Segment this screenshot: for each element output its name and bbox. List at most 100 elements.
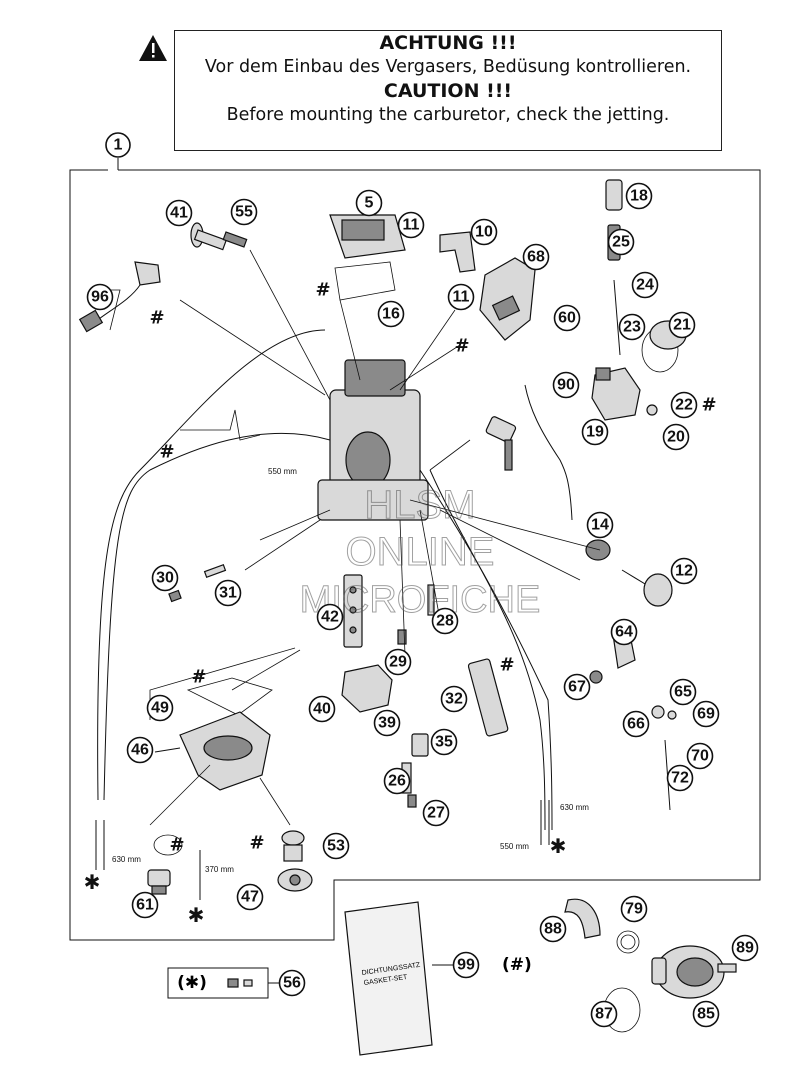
callout-assembly: 1: [105, 132, 131, 158]
gasket-set-card: DICHTUNGSSATZ GASKET-SET: [344, 901, 433, 1056]
callout-99: 99: [452, 951, 480, 979]
gasket-set-mark: #: [499, 655, 514, 676]
dimension-label: 550 mm: [500, 842, 529, 851]
cable-bracket-part: [439, 231, 476, 273]
hose-set-mark: ✱: [188, 903, 205, 927]
o-ring-part: [153, 834, 183, 856]
callout-42: 42: [316, 603, 344, 631]
callout-88: 88: [539, 915, 567, 943]
callout-26: 26: [383, 767, 411, 795]
svg-text:47: 47: [241, 889, 259, 906]
svg-text:69: 69: [697, 706, 715, 723]
callout-69: 69: [692, 700, 720, 728]
throttle-sensor-part: [78, 261, 161, 333]
legend-star-label: (✱): [177, 973, 207, 993]
callout-47: 47: [236, 883, 264, 911]
intake-pipe-part: [564, 898, 601, 939]
svg-text:96: 96: [91, 289, 109, 306]
svg-text:85: 85: [697, 1006, 715, 1023]
svg-text:66: 66: [627, 716, 645, 733]
assembly-frame: [69, 169, 761, 941]
callout-14: 14: [586, 511, 614, 539]
svg-text:23: 23: [623, 319, 641, 336]
hose-set-mark: ✱: [84, 870, 101, 894]
svg-text:65: 65: [674, 684, 692, 701]
callout-72: 72: [666, 764, 694, 792]
callout-41: 41: [165, 199, 193, 227]
callout-65: 65: [669, 678, 697, 706]
gasket-set-mark: #: [454, 336, 469, 357]
flange-screw-part: [717, 963, 737, 973]
breather-hose-right: [429, 469, 546, 831]
svg-text:19: 19: [586, 424, 604, 441]
callout-61: 61: [131, 891, 159, 919]
svg-text:88: 88: [544, 921, 562, 938]
gasket-set-mark: #: [701, 395, 716, 416]
svg-text:56: 56: [283, 975, 301, 992]
svg-text:16: 16: [382, 306, 400, 323]
callout-67: 67: [563, 673, 591, 701]
svg-text:46: 46: [131, 742, 149, 759]
svg-text:42: 42: [321, 609, 339, 626]
drain-plug-part: [277, 830, 313, 892]
notice-en-text: Before mounting the carburetor, check th…: [226, 105, 670, 125]
svg-text:72: 72: [671, 770, 689, 787]
gasket-set-mark: #: [191, 667, 206, 688]
notice-de-text: Vor dem Einbau des Vergasers, Bedüsung k…: [204, 57, 692, 77]
throttle-shaft-part: [585, 539, 673, 607]
svg-text:27: 27: [427, 805, 445, 822]
callout-12: 12: [670, 557, 698, 585]
callout-96: 96: [86, 283, 114, 311]
svg-text:30: 30: [156, 570, 174, 587]
callout-27: 27: [422, 799, 450, 827]
notice-de-title: ACHTUNG !!!: [379, 32, 517, 54]
svg-text:60: 60: [558, 310, 576, 327]
svg-text:12: 12: [675, 563, 693, 580]
svg-text:22: 22: [675, 397, 693, 414]
svg-text:18: 18: [630, 188, 648, 205]
svg-text:1: 1: [114, 137, 123, 154]
carburetor-body: [317, 359, 429, 521]
svg-text:ONLINE: ONLINE: [346, 530, 495, 574]
svg-text:70: 70: [691, 748, 709, 765]
warning-triangle-icon: [139, 35, 167, 61]
callout-35: 35: [430, 728, 458, 756]
callout-30: 30: [151, 564, 179, 592]
callout-87: 87: [590, 1000, 618, 1028]
svg-text:53: 53: [327, 838, 345, 855]
hot-start-part: [485, 384, 573, 521]
svg-text:40: 40: [313, 701, 331, 718]
svg-text:61: 61: [136, 897, 154, 914]
svg-text:24: 24: [636, 277, 654, 294]
overflow-plug-part: [147, 869, 171, 895]
float-part: [341, 664, 393, 713]
callout-39: 39: [373, 709, 401, 737]
callout-70: 70: [686, 742, 714, 770]
dimension-label: 630 mm: [112, 855, 141, 864]
svg-text:89: 89: [736, 940, 754, 957]
idle-screw-part: [168, 589, 182, 603]
svg-text:10: 10: [475, 224, 493, 241]
hose-clamp-part: [616, 930, 640, 954]
callout-53: 53: [322, 832, 350, 860]
callout-5: 5: [355, 189, 383, 217]
gasket-set-mark: #: [249, 833, 264, 854]
callout-11: 11: [397, 211, 425, 239]
callout-46: 46: [126, 736, 154, 764]
gasket-set-mark: #: [315, 280, 330, 301]
callout-49: 49: [146, 694, 174, 722]
callout-22: 22: [670, 391, 698, 419]
breather-hose-left: [97, 329, 326, 801]
callout-19: 19: [581, 418, 609, 446]
svg-text:28: 28: [436, 613, 454, 630]
callout-11: 11: [447, 283, 475, 311]
gasket-set-mark: #: [149, 308, 164, 329]
callout-21: 21: [668, 311, 696, 339]
callout-18: 18: [625, 182, 653, 210]
callout-20: 20: [662, 423, 690, 451]
svg-text:11: 11: [453, 289, 470, 306]
callout-89: 89: [731, 934, 759, 962]
svg-text:26: 26: [388, 773, 406, 790]
dimension-label: 550 mm: [268, 467, 297, 476]
svg-text:29: 29: [389, 654, 407, 671]
